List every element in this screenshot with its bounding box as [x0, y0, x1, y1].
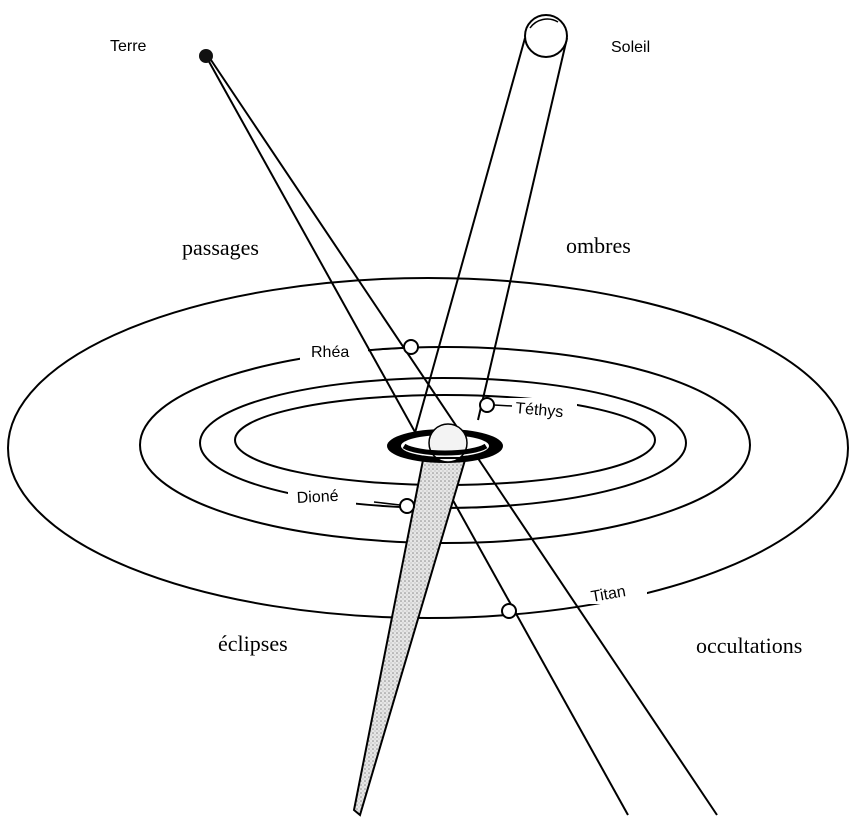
transits-label: passages — [182, 235, 259, 260]
tethys-moon — [480, 398, 494, 412]
sun — [525, 15, 567, 57]
saturn — [387, 424, 503, 463]
sun-label: Soleil — [611, 39, 650, 56]
occultations-label: occultations — [696, 633, 802, 658]
eclipses-label: éclipses — [218, 631, 288, 656]
dione-moon — [400, 499, 414, 513]
rhea-moon — [404, 340, 418, 354]
earth — [199, 49, 213, 63]
shadows-label: ombres — [566, 233, 631, 258]
dione-label: Dioné — [296, 488, 339, 507]
earth-label: Terre — [110, 38, 147, 55]
titan-moon — [502, 604, 516, 618]
rhea-label: Rhéa — [311, 344, 349, 361]
